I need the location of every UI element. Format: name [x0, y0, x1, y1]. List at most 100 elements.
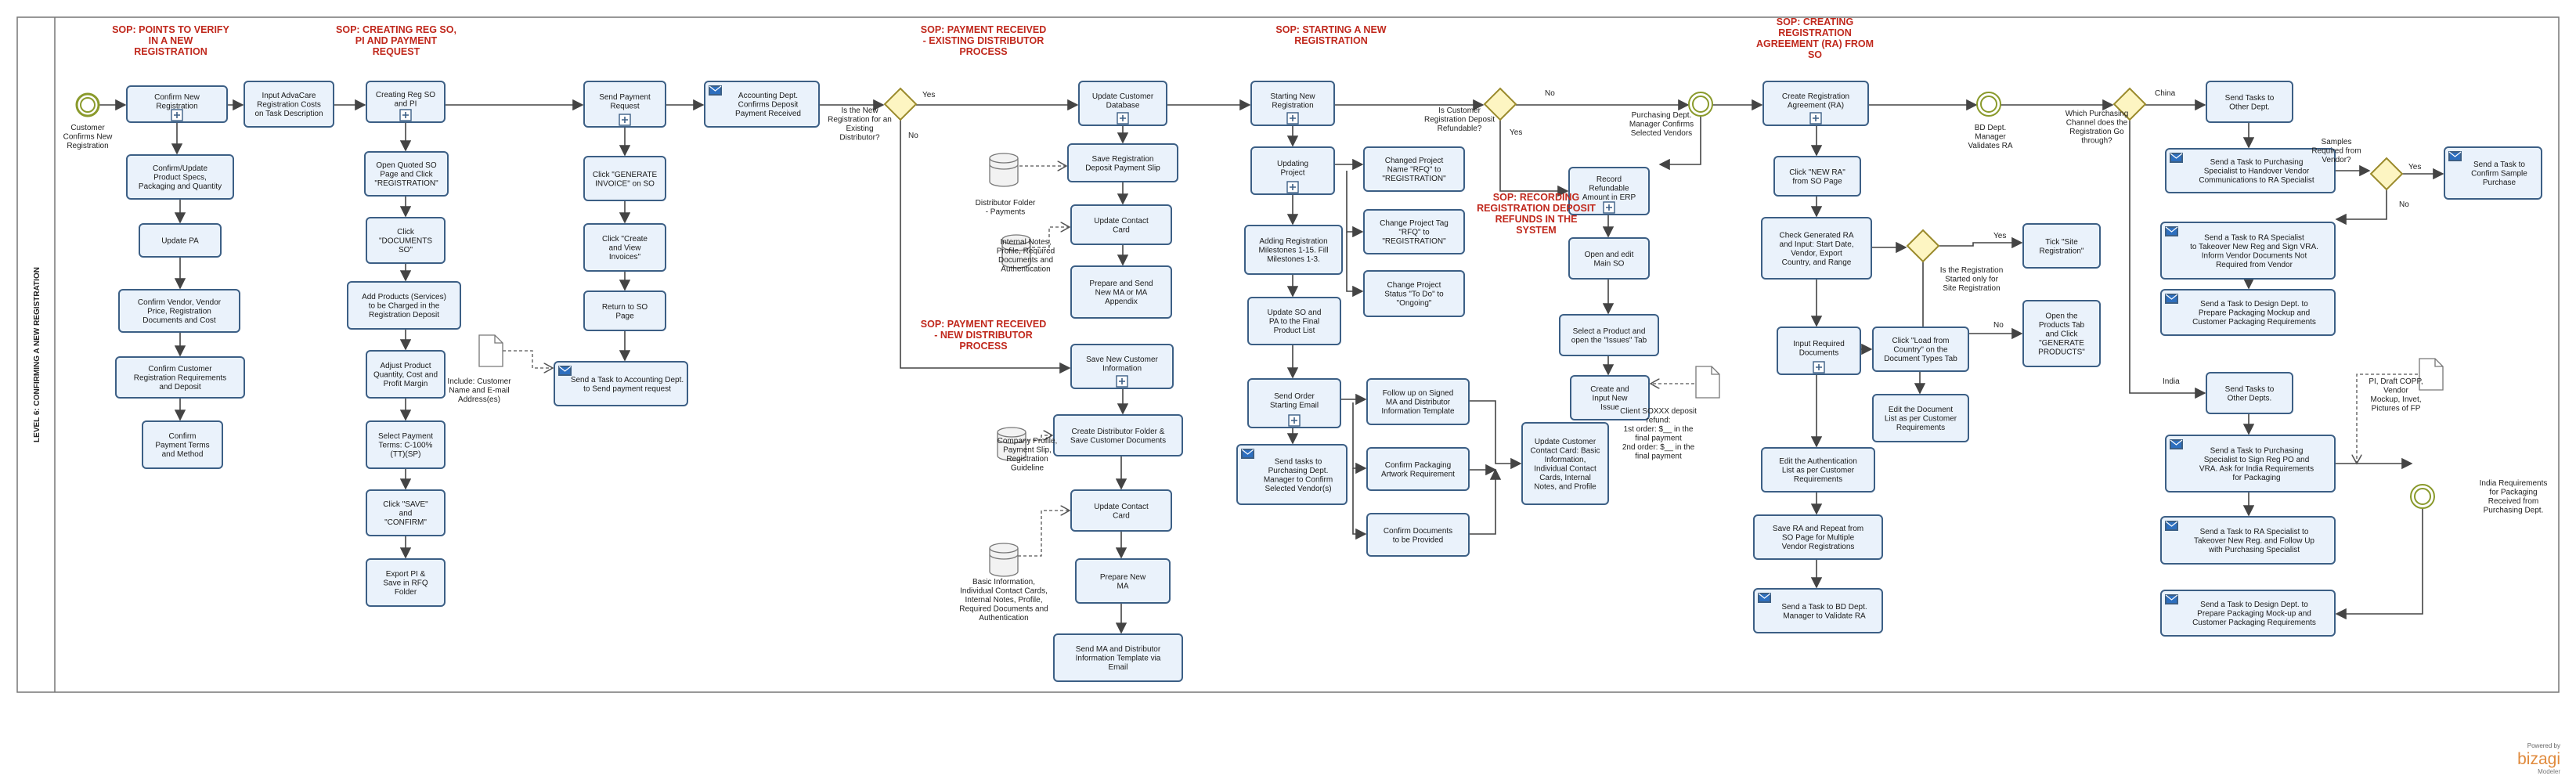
- text-line: Refundable?: [1438, 124, 1482, 133]
- subprocess-plus-icon[interactable]: [1117, 112, 1129, 124]
- subprocess-plus-icon[interactable]: [1286, 112, 1299, 124]
- start-event-inner[interactable]: [80, 97, 96, 113]
- intermediate-event-inner[interactable]: [2414, 488, 2431, 505]
- task-t58[interactable]: Send a Task to BD Dept.Manager to Valida…: [1753, 588, 1883, 633]
- text-line: Specialist to Sign Reg PO and: [2204, 456, 2310, 464]
- text-line: Prepare New: [1100, 573, 1146, 582]
- text-line: Starting Email: [1270, 401, 1319, 410]
- purchasing-channel-gateway[interactable]: [2112, 87, 2147, 121]
- subprocess-plus-icon[interactable]: [1116, 375, 1128, 388]
- task-t11[interactable]: Add Products (Services)to be Charged in …: [347, 281, 461, 330]
- subprocess-plus-icon[interactable]: [1603, 201, 1615, 214]
- existing-distributor-gateway[interactable]: [883, 87, 918, 121]
- task-t3[interactable]: Update PA: [139, 223, 222, 258]
- task-t49[interactable]: Click "NEW RA"from SO Page: [1773, 156, 1861, 197]
- subprocess-plus-icon[interactable]: [1286, 181, 1299, 193]
- task-t14[interactable]: Click "SAVE"and"CONFIRM": [366, 489, 446, 536]
- text-line: Send Payment: [599, 93, 651, 102]
- subprocess-plus-icon[interactable]: [619, 114, 631, 126]
- subprocess-plus-icon[interactable]: [1809, 112, 1822, 124]
- text-line: Requirements: [1896, 424, 1945, 432]
- subprocess-plus-icon[interactable]: [1813, 361, 1825, 373]
- text-line: Refundable: [1589, 185, 1629, 193]
- samples-required-gateway[interactable]: [2369, 157, 2404, 191]
- text-line: India: [2163, 377, 2180, 386]
- subprocess-plus-icon[interactable]: [1288, 414, 1301, 427]
- site-registration-gateway[interactable]: [1906, 229, 1940, 263]
- deposit-refundable-gateway[interactable]: [1483, 87, 1517, 121]
- intermediate-event-inner[interactable]: [1692, 96, 1709, 113]
- task-t27[interactable]: Create Distributor Folder &Save Customer…: [1053, 414, 1183, 456]
- text-line: Email: [1108, 663, 1127, 672]
- text-line: Individual Contact: [1534, 464, 1596, 473]
- intermediate-event-inner[interactable]: [1980, 96, 1997, 113]
- send-task-mail-icon: [709, 85, 722, 96]
- subprocess-plus-icon[interactable]: [171, 109, 183, 121]
- subprocess-plus-icon[interactable]: [399, 109, 412, 121]
- text-line: Started only for: [1945, 276, 1998, 284]
- task-t20[interactable]: Send a Task to Accounting Dept.to Send p…: [554, 361, 688, 406]
- task-t34[interactable]: Change Project Tag"RFQ" to"REGISTRATION": [1363, 209, 1465, 254]
